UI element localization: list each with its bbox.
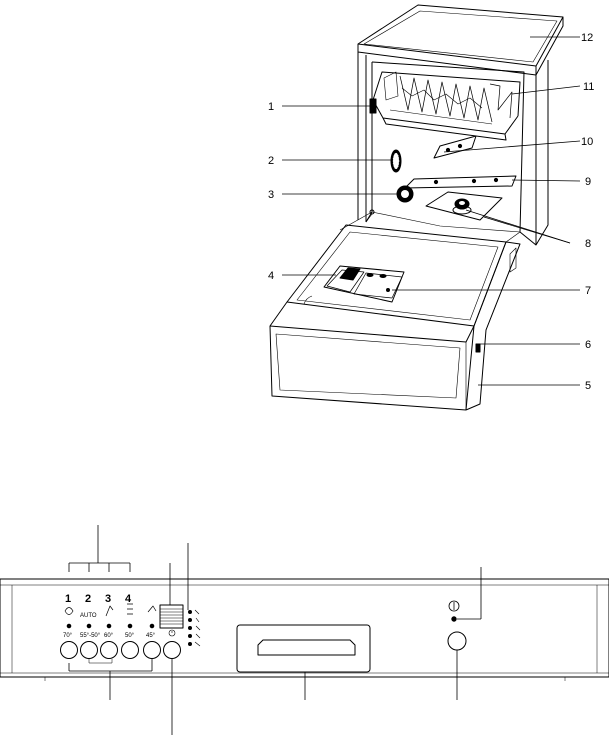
callout-7: 7 [585, 285, 591, 297]
filters [425, 191, 503, 221]
callout-2: 2 [268, 155, 274, 167]
program-temp-1: 70° [63, 633, 73, 639]
control-panel [0, 578, 609, 681]
panel-leaders [68, 525, 482, 735]
panel-labels: 1 2 3 4 AUTO 70° 55°-50° 60° 50° 45° I [63, 593, 156, 639]
callout-3: 3 [268, 189, 274, 201]
door-handle [236, 624, 371, 673]
program-auto-label: AUTO [80, 613, 97, 619]
callout-12: 12 [581, 32, 593, 44]
program-number-3: 3 [105, 593, 111, 605]
callout-leaders [282, 36, 581, 386]
salt-container [396, 185, 414, 203]
power-icon [448, 600, 460, 612]
button-group-bracket [88, 659, 113, 664]
lower-spray-arm [404, 175, 517, 189]
callout-4: 4 [268, 270, 274, 282]
program-number-4: 4 [125, 593, 132, 605]
softener-cap [390, 149, 402, 173]
phase-symbols [194, 609, 201, 647]
callout-5: 5 [585, 380, 591, 392]
delay-start-icon [168, 629, 176, 637]
extra-temp: 45° [146, 633, 156, 639]
program-leds [66, 610, 457, 646]
callout-8: 8 [585, 238, 591, 250]
program-temp-3: 60° [104, 633, 114, 639]
callout-1: 1 [268, 101, 274, 113]
program-number-2: 2 [85, 593, 91, 605]
callout-11: 11 [583, 81, 594, 93]
dishwasher-door [269, 209, 521, 411]
program-temp-2: 55°-50° [80, 633, 101, 639]
program-number-1: 1 [65, 593, 71, 605]
program-buttons [60, 631, 467, 659]
callout-numbers: 1 2 3 4 5 6 7 8 9 10 11 12 [268, 32, 594, 392]
program-temp-4: 50° [125, 633, 135, 639]
callout-9: 9 [585, 176, 591, 188]
program-symbols [64, 603, 157, 617]
callout-10: 10 [581, 136, 593, 148]
callout-6: 6 [585, 339, 591, 351]
upper-basket [372, 71, 521, 141]
upper-spray-arm [433, 135, 477, 159]
detergent-dispenser [323, 265, 405, 303]
program-indicator-window [159, 604, 184, 629]
